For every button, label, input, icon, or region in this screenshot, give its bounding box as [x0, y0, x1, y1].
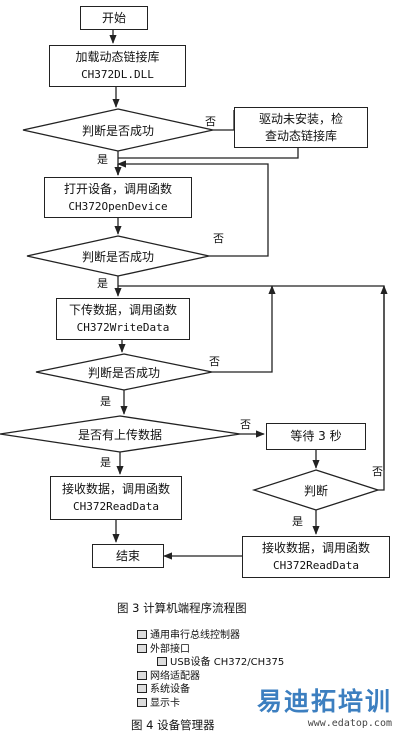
watermark-url: www.edatop.com	[307, 718, 392, 729]
yes-label-judge: 是	[292, 515, 303, 528]
end-node: 结束	[92, 544, 164, 568]
tree-item: 通用串行总线控制器	[137, 629, 284, 643]
tree-item-label: 网络适配器	[150, 670, 200, 682]
read-data-left-line2: CH372ReadData	[72, 500, 160, 513]
decision-check-write-label: 判断是否成功	[87, 366, 160, 380]
tree-item-label: 系统设备	[150, 684, 190, 695]
start-label: 开始	[101, 10, 126, 25]
external-interface-icon	[137, 643, 147, 653]
yes-label-open: 是	[97, 277, 108, 290]
network-adapter-icon	[137, 670, 147, 680]
yes-label-write: 是	[100, 395, 111, 408]
yes-label-upload: 是	[100, 456, 111, 469]
decision-check-open-label: 判断是否成功	[81, 250, 154, 264]
read-data-left-line1: 接收数据，调用函数	[61, 482, 170, 496]
usb-controller-icon	[137, 630, 147, 639]
wait-label: 等待 3 秒	[290, 429, 342, 443]
tree-item-label: 通用串行总线控制器	[150, 630, 240, 641]
write-data-line2: CH372WriteData	[76, 321, 170, 334]
read-data-right-box: 接收数据，调用函数 CH372ReadData	[242, 536, 390, 578]
tree-item: 外部接口	[137, 643, 284, 657]
yes-label-load: 是	[97, 153, 108, 166]
watermark-brand: 易迪拓培训	[256, 687, 392, 716]
start-node: 开始	[80, 6, 148, 30]
no-label-open: 否	[213, 232, 224, 245]
write-data-box: 下传数据，调用函数 CH372WriteData	[56, 298, 190, 340]
load-dll-box: 加载动态链接库 CH372DL.DLL	[49, 45, 186, 87]
read-data-right-line2: CH372ReadData	[272, 559, 360, 572]
tree-item: 显示卡	[137, 697, 284, 711]
driver-check-line1: 驱动未安装，检	[258, 111, 343, 126]
no-label-upload: 否	[240, 418, 251, 431]
load-dll-line2: CH372DL.DLL	[81, 68, 154, 81]
figure-3-caption: 图 3 计算机端程序流程图	[117, 601, 247, 615]
decision-judge-label: 判断	[303, 484, 328, 498]
open-device-line1: 打开设备，调用函数	[63, 181, 172, 196]
device-manager-tree: 通用串行总线控制器 外部接口 USB设备 CH372/CH375 网络适配器 系…	[137, 629, 284, 710]
no-label-judge: 否	[372, 465, 383, 478]
decision-has-upload-label: 是否有上传数据	[77, 428, 162, 442]
usb-device-icon	[157, 657, 167, 666]
tree-item: 网络适配器	[137, 670, 284, 684]
no-label-load: 否	[205, 115, 216, 128]
open-device-box: 打开设备，调用函数 CH372OpenDevice	[44, 177, 192, 218]
tree-item-label: 外部接口	[150, 643, 190, 655]
no-label-write: 否	[209, 355, 220, 368]
tree-item-label: USB设备 CH372/CH375	[170, 657, 285, 668]
display-card-icon	[137, 697, 147, 707]
end-label: 结束	[115, 548, 140, 563]
wait-box: 等待 3 秒	[266, 423, 366, 450]
load-dll-line1: 加载动态链接库	[75, 50, 160, 64]
driver-check-box: 驱动未安装，检 查动态链接库	[234, 107, 368, 148]
watermark: 易迪拓培训 www.edatop.com	[257, 682, 392, 729]
decision-check-load-label: 判断是否成功	[81, 124, 154, 138]
tree-item: 系统设备	[137, 683, 284, 697]
driver-check-line2: 查动态链接库	[264, 128, 337, 143]
open-device-line2: CH372OpenDevice	[68, 199, 168, 213]
figure-4-caption: 图 4 设备管理器	[131, 718, 215, 732]
system-device-icon	[137, 684, 147, 693]
tree-item: USB设备 CH372/CH375	[137, 656, 284, 670]
write-data-line1: 下传数据，调用函数	[68, 303, 177, 317]
read-data-right-line1: 接收数据，调用函数	[261, 541, 370, 555]
read-data-left-box: 接收数据，调用函数 CH372ReadData	[50, 476, 182, 520]
tree-item-label: 显示卡	[150, 697, 180, 709]
